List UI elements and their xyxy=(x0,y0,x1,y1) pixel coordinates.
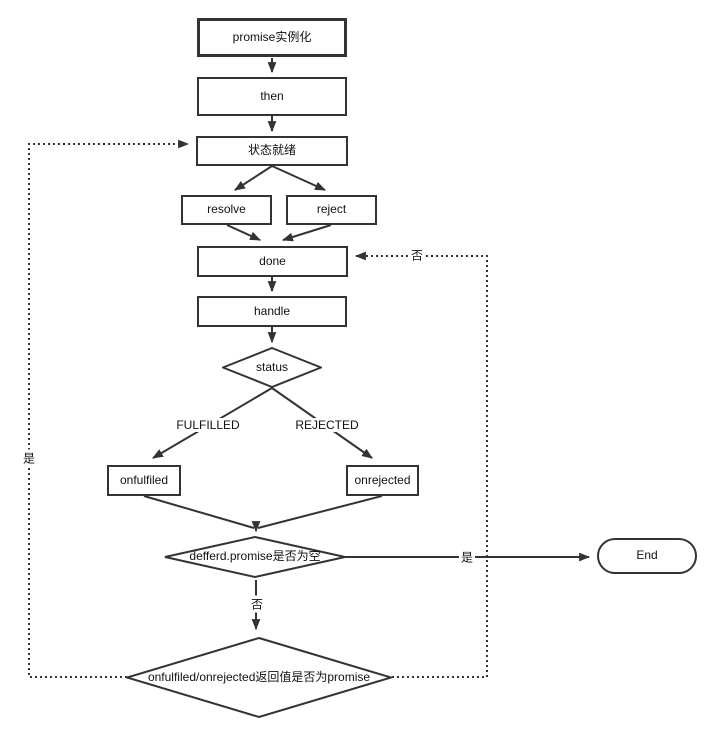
node-status-ready: 状态就绪 xyxy=(196,136,348,166)
decision-deferred-promise-empty: defferd.promise是否为空 xyxy=(164,536,346,578)
node-then: then xyxy=(197,77,347,116)
node-onrejected-label: onrejected xyxy=(354,472,411,487)
diamond-shape xyxy=(164,536,346,578)
decision-return-value-promise: onfulfiled/onrejected返回值是否为promise xyxy=(126,637,392,718)
diamond-shape xyxy=(222,347,322,388)
node-end: End xyxy=(597,538,697,574)
edge-label-deferred-yes: 是 xyxy=(458,548,476,566)
edge-onfulfiled-to-deferredcheck xyxy=(143,495,255,529)
edge-returncheck-loop-to-statusready xyxy=(28,139,190,678)
node-resolve: resolve xyxy=(181,195,272,225)
edge-reject-to-done xyxy=(281,224,332,242)
node-onrejected: onrejected xyxy=(346,465,419,496)
edge-statusready-to-resolve xyxy=(234,165,273,191)
decision-return-value-promise-label: onfulfiled/onrejected返回值是否为promise xyxy=(147,669,371,684)
edge-onrejected-to-deferredcheck xyxy=(257,495,383,529)
edge-label-loop-yes: 是 xyxy=(20,449,38,467)
node-promise-init-label: promise实例化 xyxy=(232,29,312,44)
edge-label-loop-no: 否 xyxy=(408,246,426,264)
edge-label-deferred-no: 否 xyxy=(248,595,266,613)
node-status-ready-label: 状态就绪 xyxy=(247,143,296,158)
node-done: done xyxy=(197,246,348,277)
edge-resolve-to-done xyxy=(226,224,262,241)
decision-deferred-promise-empty-label: defferd.promise是否为空 xyxy=(189,549,321,564)
node-onfulfiled-label: onfulfiled xyxy=(119,472,169,487)
node-reject: reject xyxy=(286,195,377,225)
node-end-label: End xyxy=(636,548,658,563)
diamond-shape xyxy=(126,637,392,718)
node-handle: handle xyxy=(197,296,347,327)
node-resolve-label: resolve xyxy=(207,202,246,217)
node-promise-init: promise实例化 xyxy=(197,18,347,57)
node-done-label: done xyxy=(259,253,286,268)
node-handle-label: handle xyxy=(253,303,291,318)
decision-status: status xyxy=(222,347,322,388)
decision-status-label: status xyxy=(255,359,288,374)
node-onfulfiled: onfulfiled xyxy=(107,465,181,496)
edge-label-rejected: REJECTED xyxy=(293,418,361,432)
node-reject-label: reject xyxy=(316,202,347,217)
edge-statusready-to-reject xyxy=(271,165,327,191)
edge-label-fulfilled: FULFILLED xyxy=(174,418,242,432)
node-then-label: then xyxy=(260,88,284,103)
